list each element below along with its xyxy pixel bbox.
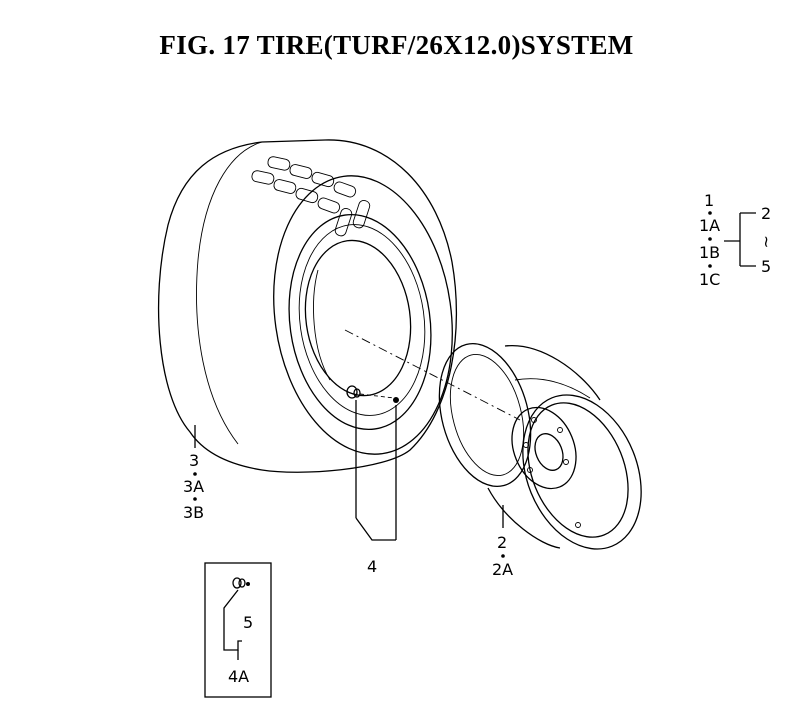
- wheel-rim: [438, 342, 642, 550]
- legend-top-2: 2: [761, 204, 771, 223]
- wheel-callout: 2 2A: [492, 533, 513, 579]
- callout-valve-4: 4: [367, 557, 377, 576]
- tire-callout: 3 3A 3B: [183, 451, 204, 522]
- legend-1a: 1A: [699, 216, 720, 235]
- figure-title: FIG. 17 TIRE(TURF/26X12.0)SYSTEM: [159, 30, 634, 60]
- legend-bottom-5: 5: [761, 257, 771, 276]
- legend-1b: 1B: [699, 243, 720, 262]
- legend-1c: 1C: [699, 270, 720, 289]
- inset-callout-5: 5: [243, 613, 253, 632]
- callout-tire-3: 3: [189, 451, 199, 470]
- tire-drawing: [157, 139, 521, 473]
- callout-wheel-2: 2: [497, 533, 507, 552]
- callout-tire-3b: 3B: [183, 503, 204, 522]
- inset-callout-4a: 4A: [228, 667, 249, 686]
- valve-stem: [346, 385, 399, 541]
- assembly-legend: 1 1A 1B 1C 2 ~ 5: [699, 191, 776, 289]
- valve-inset: 5 4A: [204, 562, 272, 698]
- legend-tilde: ~: [757, 235, 776, 248]
- legend-1: 1: [704, 191, 714, 210]
- callout-wheel-2a: 2A: [492, 560, 513, 579]
- callout-tire-3a: 3A: [183, 477, 204, 496]
